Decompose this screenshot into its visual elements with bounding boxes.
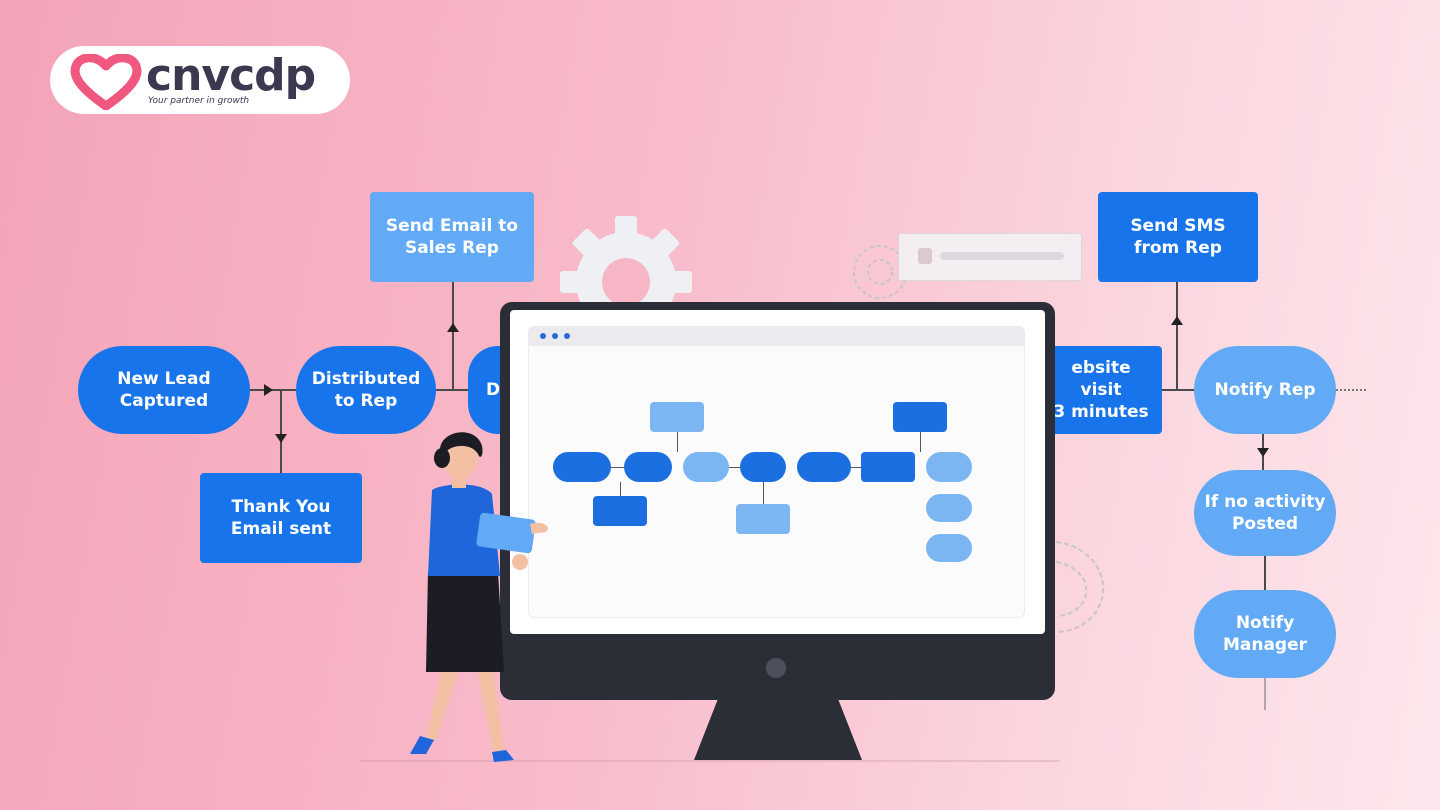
mini-node bbox=[553, 452, 611, 482]
mini-node bbox=[861, 452, 915, 482]
heart-logo-icon bbox=[70, 54, 142, 110]
window-dot bbox=[564, 333, 570, 339]
node-notify-rep: Notify Rep bbox=[1194, 346, 1336, 434]
node-send-email-sales-rep: Send Email to Sales Rep bbox=[370, 192, 534, 282]
gear-icon bbox=[560, 216, 692, 314]
mini-node bbox=[926, 534, 972, 562]
mini-node bbox=[926, 494, 972, 522]
power-button bbox=[766, 658, 786, 678]
brand-tagline: Your partner in growth bbox=[148, 96, 250, 106]
mini-node bbox=[593, 496, 647, 526]
monitor-stand bbox=[694, 700, 862, 760]
node-thank-you-email-sent: Thank You Email sent bbox=[200, 473, 362, 563]
node-new-lead-captured: New Lead Captured bbox=[78, 346, 250, 434]
ground-line bbox=[360, 760, 1060, 762]
user-card-bar bbox=[940, 252, 1064, 260]
mini-node bbox=[926, 452, 972, 482]
woman-illustration bbox=[410, 432, 548, 762]
window-dot bbox=[552, 333, 558, 339]
mini-node bbox=[736, 504, 790, 534]
brand-name: cnvcdp bbox=[146, 50, 316, 101]
window-dot bbox=[540, 333, 546, 339]
node-if-no-activity-posted: If no activity Posted bbox=[1194, 470, 1336, 556]
browser-titlebar bbox=[528, 326, 1025, 346]
mini-node bbox=[893, 402, 947, 432]
user-card-icon bbox=[918, 248, 932, 264]
mini-node bbox=[740, 452, 786, 482]
mini-node bbox=[624, 452, 672, 482]
gear-icon bbox=[1055, 541, 1105, 633]
node-website-visit: ebsite visit 3 minutes bbox=[1040, 346, 1162, 434]
node-send-sms-from-rep: Send SMS from Rep bbox=[1098, 192, 1258, 282]
node-distributed-to-rep: Distributed to Rep bbox=[296, 346, 436, 434]
mini-node bbox=[683, 452, 729, 482]
mini-node bbox=[797, 452, 851, 482]
node-notify-manager: Notify Manager bbox=[1194, 590, 1336, 678]
mini-node bbox=[650, 402, 704, 432]
